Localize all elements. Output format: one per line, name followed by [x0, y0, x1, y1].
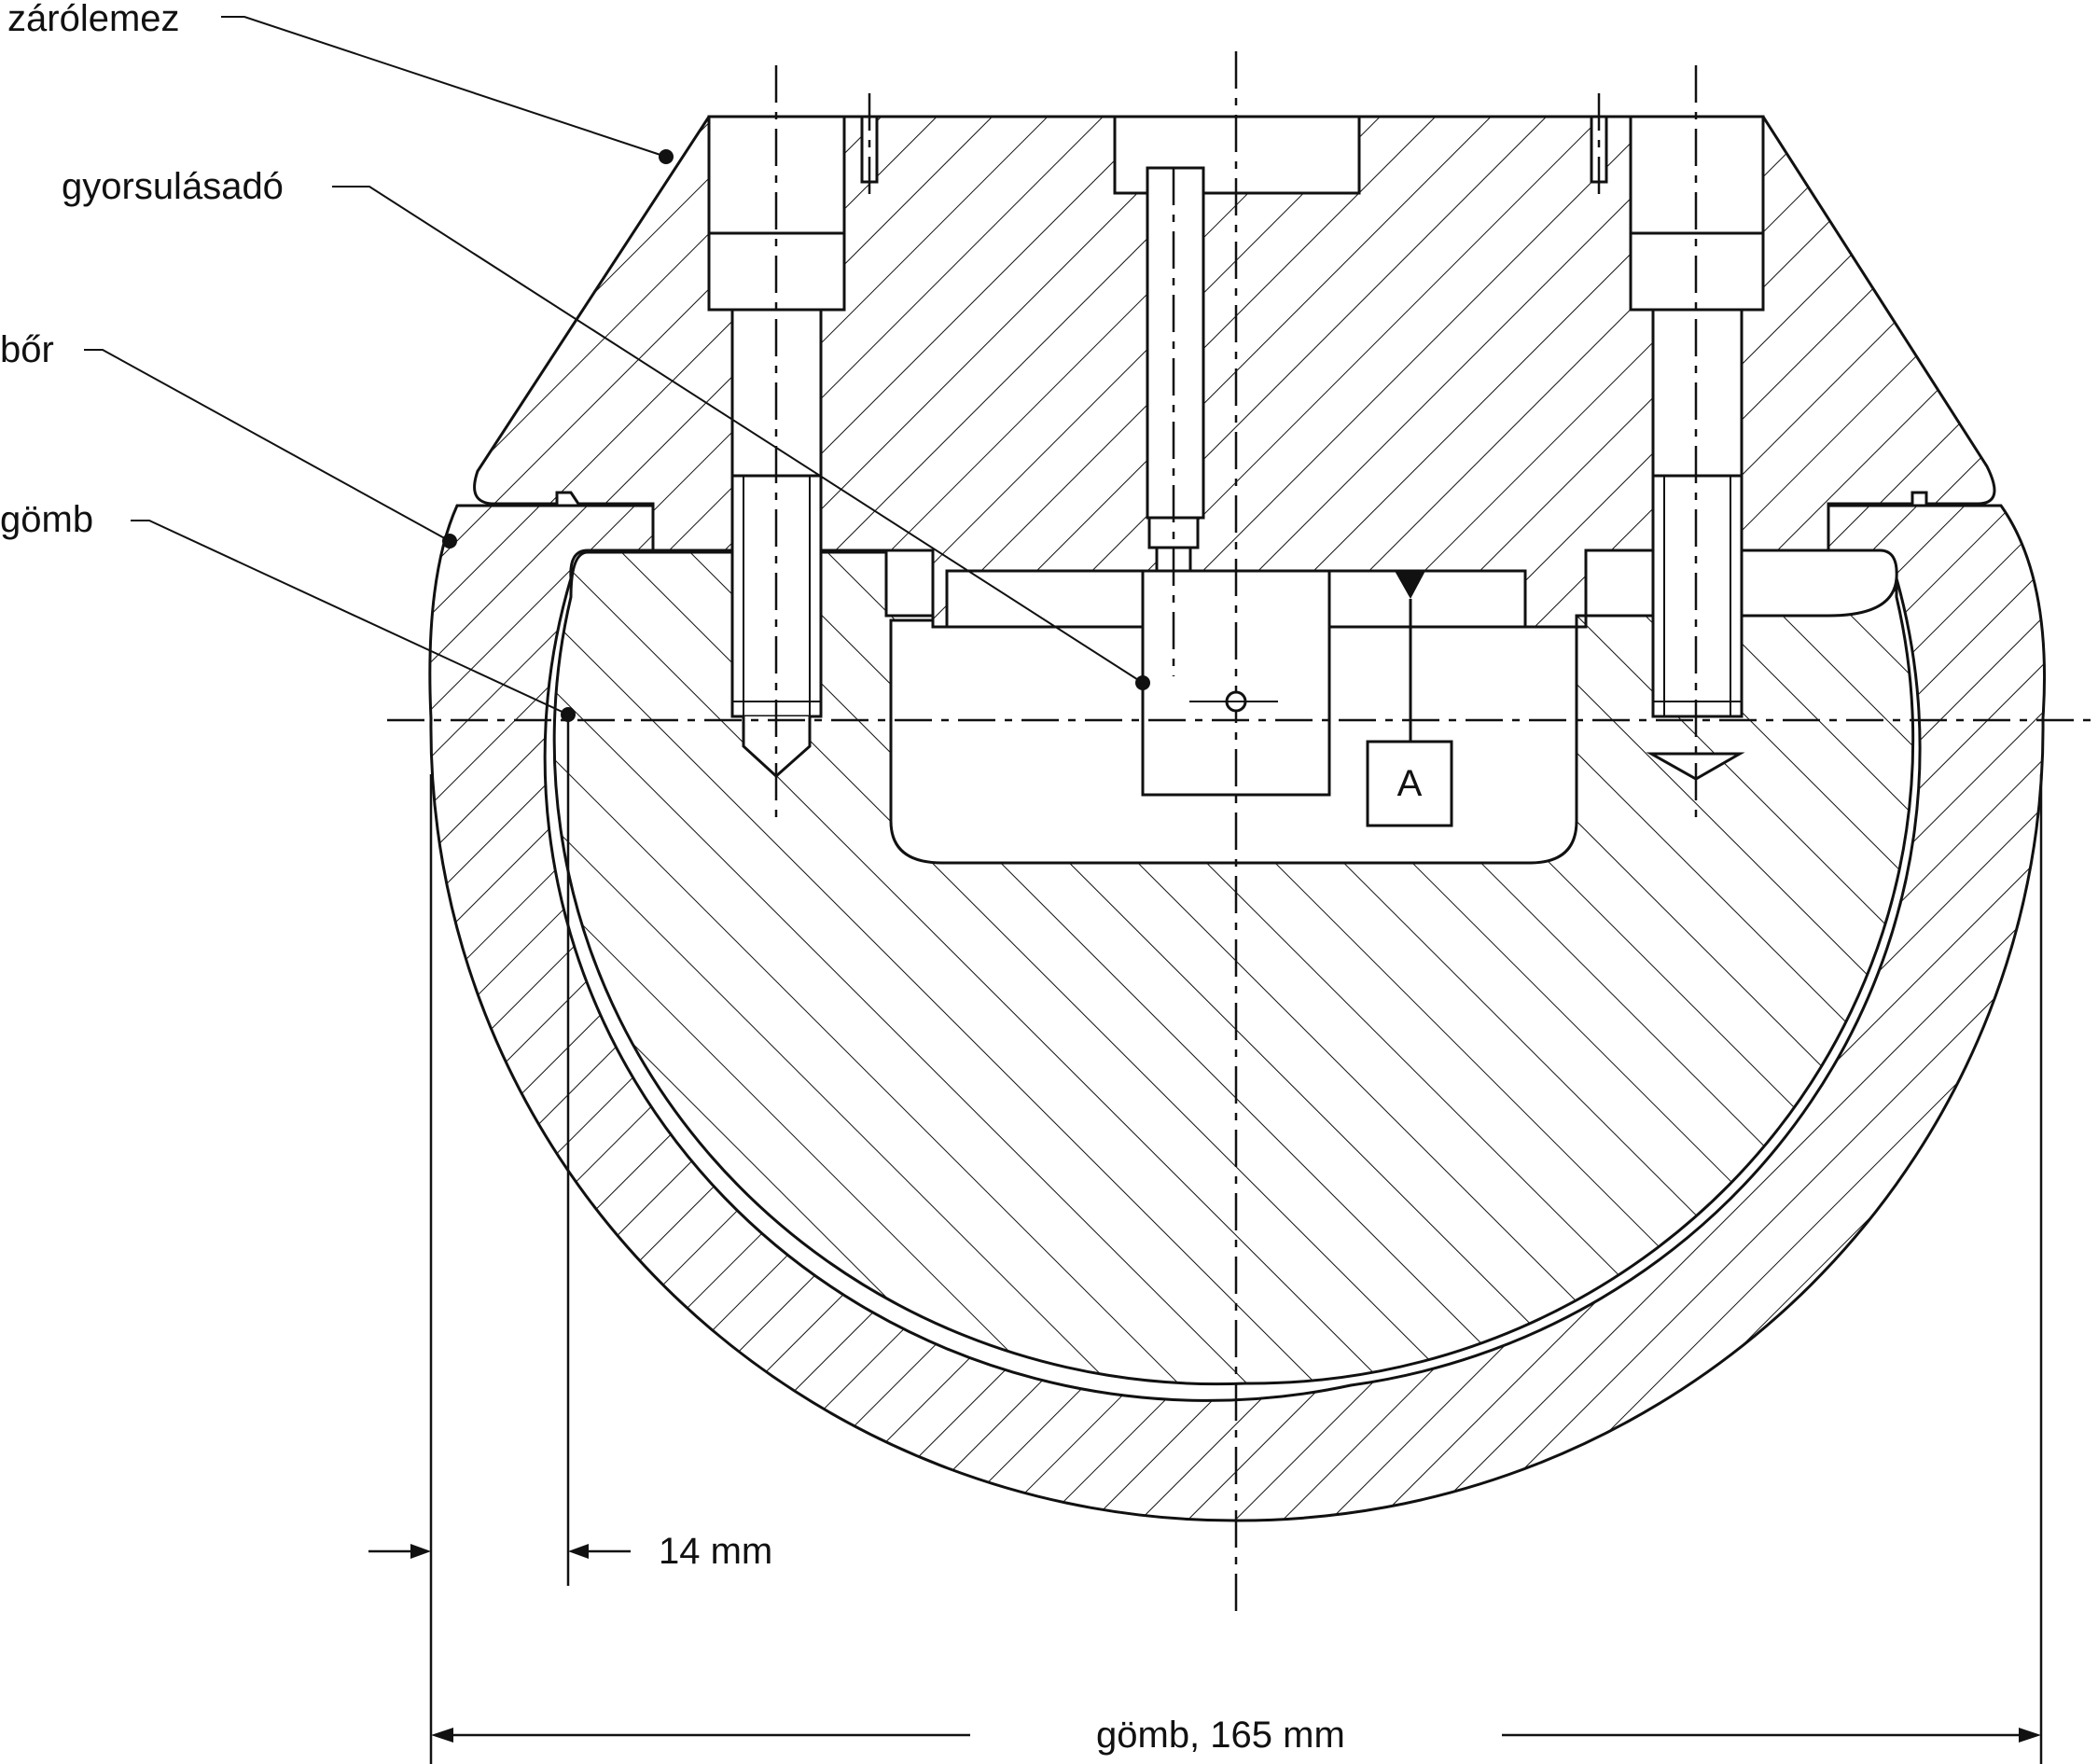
center-mark [1189, 690, 1278, 713]
dimension-thickness: 14 mm [659, 1531, 773, 1572]
label-skin: bőr [0, 329, 54, 370]
center-lines [387, 51, 2098, 1614]
label-sphere: gömb [0, 499, 94, 540]
datum-symbol [1366, 571, 1453, 827]
skin-shell [428, 504, 2046, 1522]
label-accelerometer: gyorsulásadó [62, 166, 284, 207]
dimension-lines [368, 720, 2043, 1764]
dimension-arrows [410, 1544, 2041, 1743]
datum-letter: A [1396, 763, 1423, 804]
leader-dots [442, 149, 1150, 722]
label-locking-plate: zárólemez [7, 0, 180, 39]
right-screw [1629, 115, 1765, 781]
leader-lines [84, 16, 1144, 715]
locking-plate [473, 115, 1996, 629]
dimension-diameter: gömb, 165 mm [1096, 1715, 1345, 1756]
